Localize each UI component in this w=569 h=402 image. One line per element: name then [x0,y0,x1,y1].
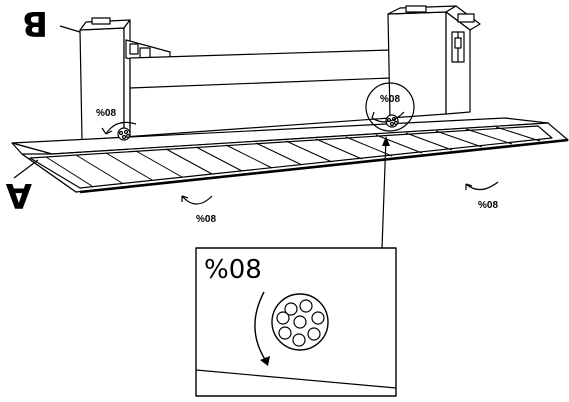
detail-circle [365,82,415,132]
zoom-rotation-label: %08 [204,255,262,285]
rotation-label-far-right: %08 [478,200,498,211]
lower-panel [11,117,569,193]
corner-label-a: A [5,175,32,215]
upper-frame [79,5,481,141]
zoom-inset [195,247,397,397]
corner-label-b: B [22,3,48,43]
rotation-label-right: %08 [380,94,400,105]
panel-slats [45,126,541,187]
zoom-knob [271,293,329,351]
rotation-arrows [101,111,499,205]
rotation-label-bottom: %08 [196,214,216,225]
rotation-label-left: %08 [96,108,116,119]
